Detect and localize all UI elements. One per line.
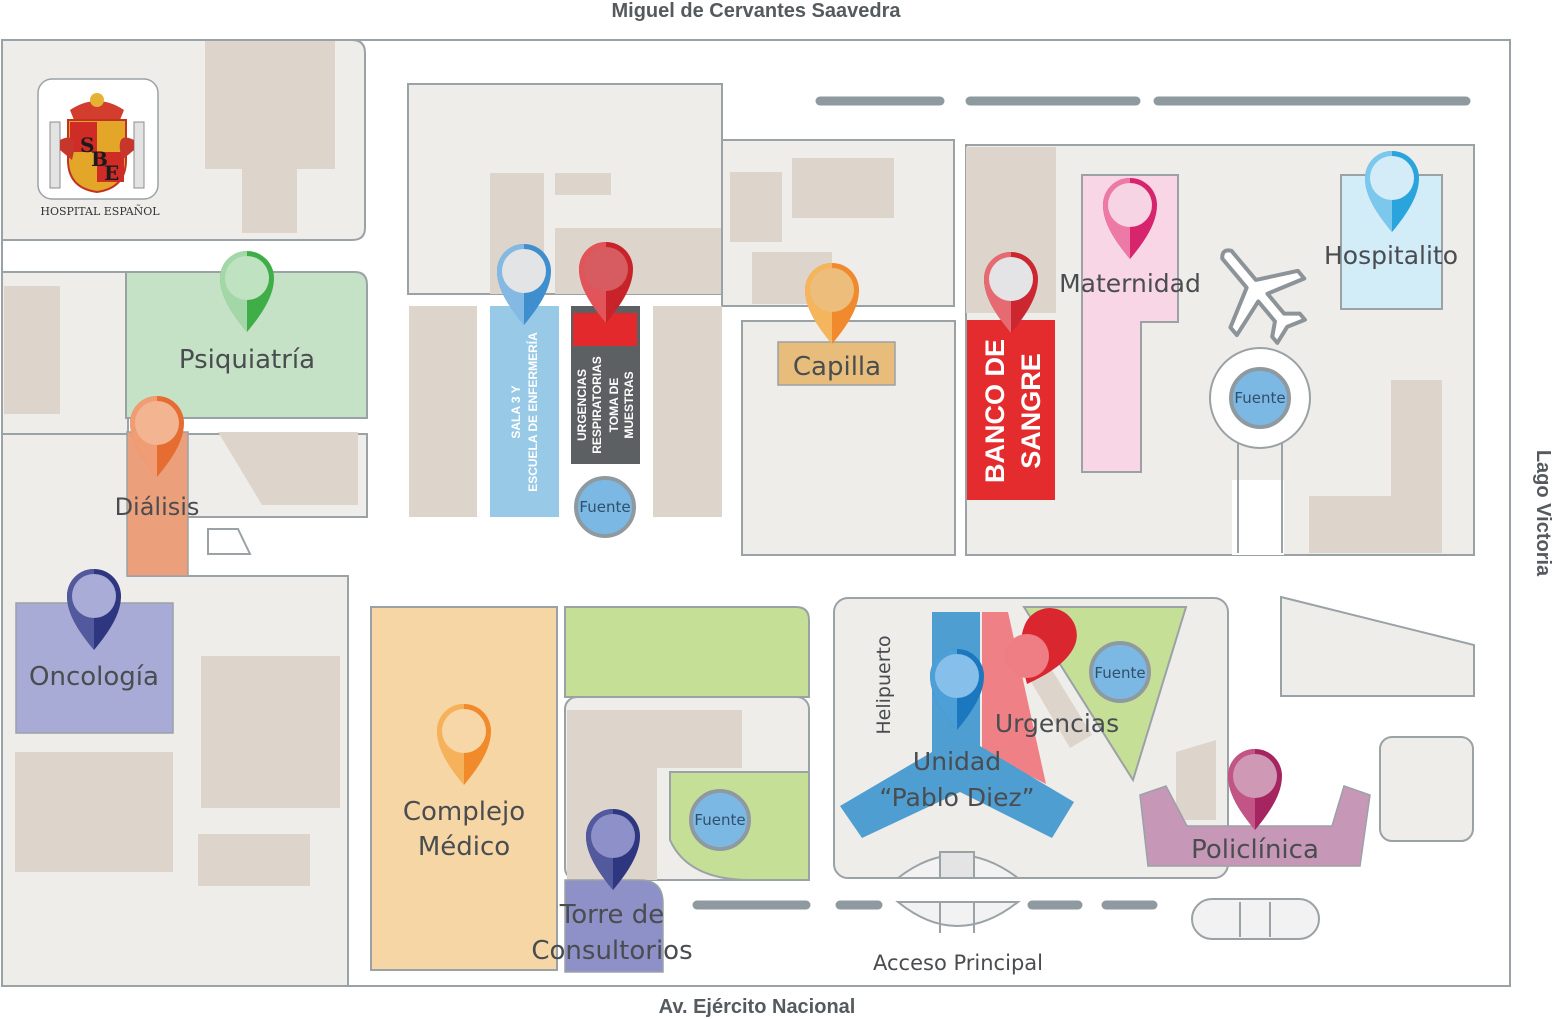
map-pin-icon[interactable] <box>984 252 1038 333</box>
svg-text:B: B <box>91 147 108 171</box>
urgencias-walkway <box>1030 670 1092 748</box>
airplane-icon <box>1220 248 1307 345</box>
label-urgencias: Urgencias <box>995 709 1119 738</box>
hospital-logo: S B E HOSPITAL ESPAÑOL <box>37 78 160 218</box>
area-banco-de-sangre[interactable] <box>967 320 1055 500</box>
label-unidad-pablo-diez: Unidad <box>913 747 1001 776</box>
map-pin-icon[interactable] <box>67 569 121 650</box>
label-capilla: Capilla <box>793 352 881 382</box>
label-urgencias-respiratorias: TOMA DE <box>607 378 621 433</box>
label-torre-consultorios: Torre de <box>559 900 664 930</box>
area-psiquiatria[interactable] <box>125 271 368 419</box>
map-pin-icon[interactable] <box>497 244 551 325</box>
label-urgencias-respiratorias: MUESTRAS <box>622 371 636 438</box>
map-pin-icon[interactable] <box>1103 178 1157 259</box>
label-urgencias-respiratorias: RESPIRATORIAS <box>590 356 604 454</box>
map-pin-icon[interactable] <box>1228 749 1282 830</box>
map-pin-icon[interactable] <box>220 251 274 332</box>
fountain-label: Fuente <box>694 811 745 829</box>
label-urgencias-respiratorias: URGENCIAS <box>575 369 589 441</box>
fountain-label: Fuente <box>579 498 630 516</box>
svg-text:E: E <box>104 161 119 185</box>
label-acceso-principal: Acceso Principal <box>873 951 1043 975</box>
label-unidad-pablo-diez: “Pablo Diez” <box>879 783 1034 812</box>
road-markings <box>692 96 1471 910</box>
main-entrance <box>895 851 1320 940</box>
svg-text:S: S <box>80 133 94 157</box>
area-sala3[interactable] <box>490 306 559 517</box>
map-pin-icon[interactable] <box>579 242 633 323</box>
map-pin-icon[interactable] <box>130 396 184 477</box>
label-complejo-medico: Complejo <box>403 797 525 827</box>
label-maternidad: Maternidad <box>1059 269 1201 298</box>
area-green-top <box>564 606 810 698</box>
label-policlinica: Policlínica <box>1191 835 1319 865</box>
area-urgencias[interactable] <box>982 612 1046 784</box>
street-name-east: Lago Victoria <box>1532 450 1554 577</box>
map-pin-icon[interactable] <box>805 263 859 344</box>
area-capilla[interactable] <box>777 341 896 386</box>
street-name-south: Av. Ejército Nacional <box>659 996 856 1018</box>
label-psiquiatria: Psiquiatría <box>179 345 315 375</box>
fountain-label: Fuente <box>1094 664 1145 682</box>
map-pin-icon[interactable] <box>437 704 491 785</box>
label-sala3: ESCUELA DE ENFERMERÍA <box>525 332 540 492</box>
label-banco-de-sangre: SANGRE <box>1016 353 1046 469</box>
map-pin-icon[interactable] <box>586 809 640 890</box>
fountain-label: Fuente <box>1234 389 1285 407</box>
label-dialisis: Diálisis <box>115 493 200 521</box>
label-hospitalito: Hospitalito <box>1324 241 1458 270</box>
buildings <box>4 41 1442 886</box>
label-torre-consultorios: Consultorios <box>531 936 692 966</box>
map-pin-head <box>1005 634 1049 678</box>
area-torre-consultorios[interactable] <box>564 879 664 973</box>
fountain-icon <box>574 367 1291 851</box>
map-pin-icon[interactable] <box>1365 151 1419 232</box>
label-helipuerto: Helipuerto <box>873 635 895 734</box>
label-oncologia: Oncología <box>29 662 159 692</box>
label-banco-de-sangre: BANCO DE <box>980 339 1010 483</box>
label-complejo-medico: Médico <box>418 832 510 862</box>
street-name-north: Miguel de Cervantes Saavedra <box>611 0 901 22</box>
walkway <box>207 528 252 555</box>
label-sala3: SALA 3 Y <box>509 385 523 438</box>
area-maternidad[interactable] <box>1081 174 1179 473</box>
map-pin-icon[interactable] <box>930 649 984 730</box>
area-complejo-medico[interactable] <box>370 606 558 971</box>
logo-caption: HOSPITAL ESPAÑOL <box>40 204 160 218</box>
